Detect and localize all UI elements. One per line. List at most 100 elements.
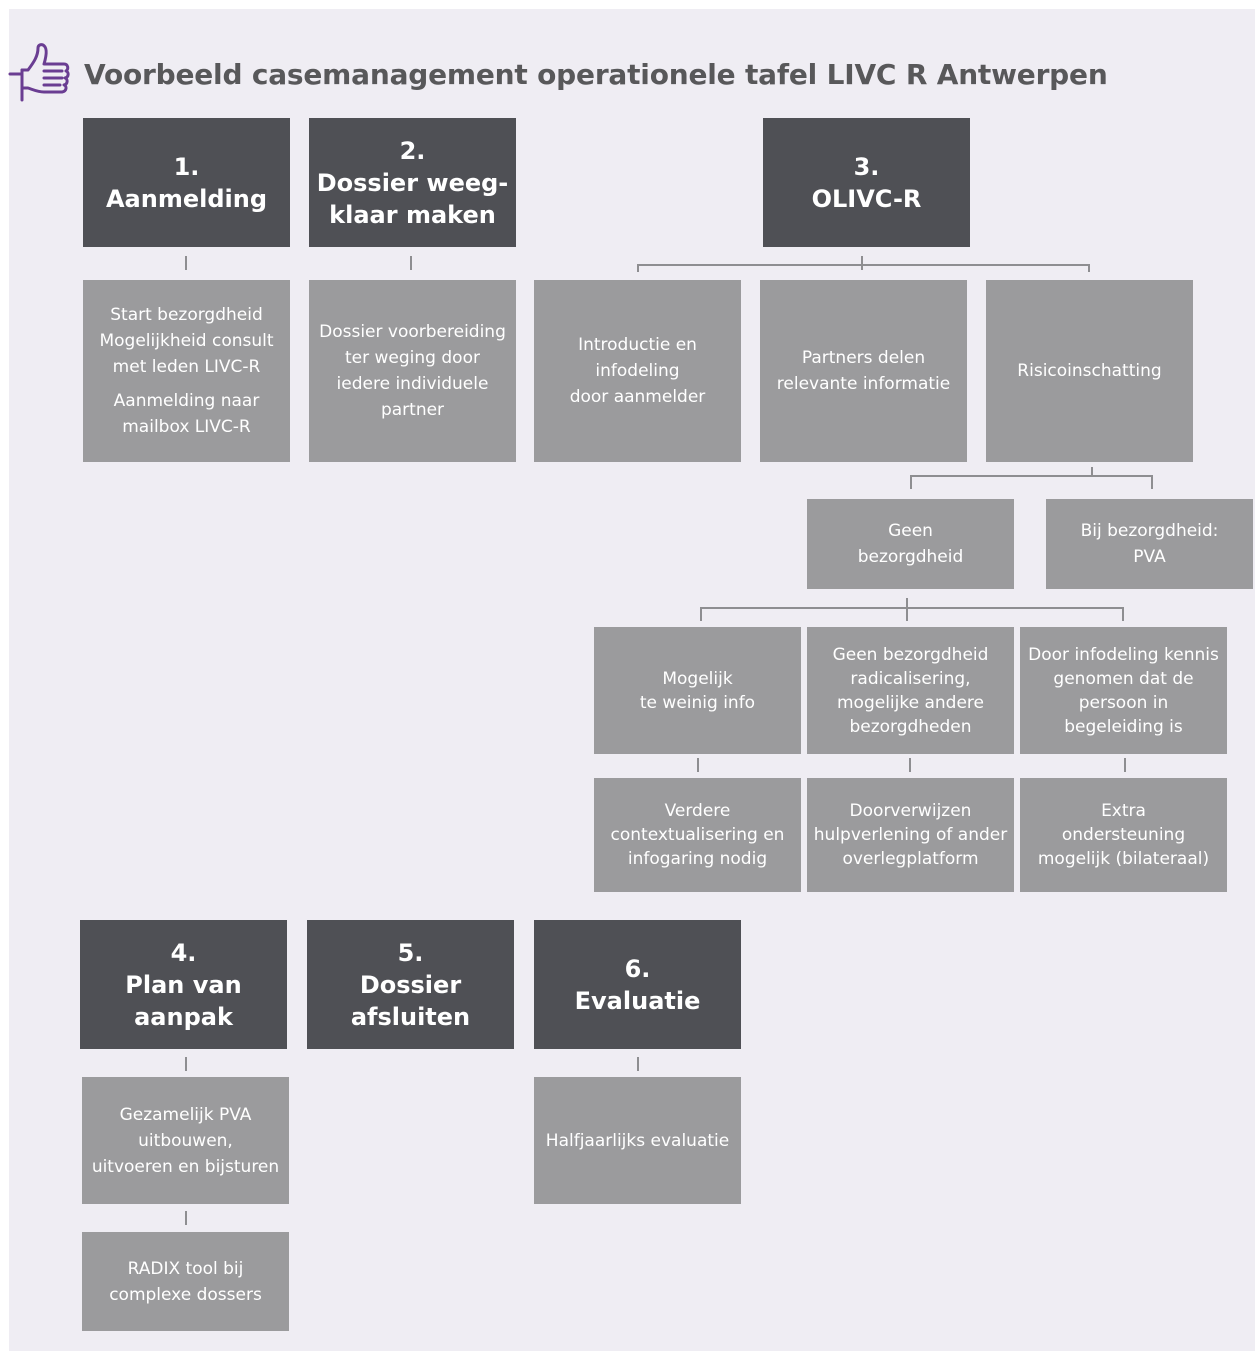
detail-line: mailbox LIVC-R: [122, 417, 251, 437]
detail-line: infodeling: [595, 361, 680, 381]
detail-radix-tool: RADIX tool bij complexe dossers: [82, 1232, 289, 1331]
detail-line: Dossier voorbereiding: [319, 322, 506, 342]
detail-te-weinig-info: Mogelijk te weinig info: [594, 627, 801, 754]
connector: [637, 1057, 639, 1071]
detail-line: RADIX tool bij: [127, 1258, 244, 1279]
detail-risicoinschatting: Risicoinschatting: [986, 280, 1193, 462]
step-number: 5.: [397, 938, 424, 967]
detail-line: Doorverwijzen: [849, 801, 972, 821]
detail-line: Risicoinschatting: [1017, 361, 1162, 381]
detail-line: Door infodeling kennis: [1028, 644, 1219, 665]
connector: [637, 264, 639, 272]
detail-line: Halfjaarlijks evaluatie: [545, 1130, 730, 1151]
detail-line: Verdere: [664, 801, 731, 821]
detail-dossier-voorbereiding: Dossier voorbereiding ter weging door ie…: [309, 280, 516, 462]
detail-line: Gezamelijk PVA: [119, 1104, 252, 1125]
step-number: 2.: [399, 136, 426, 165]
step-label-line-1: Dossier weeg-: [316, 168, 509, 197]
detail-line: bezorgdheid: [857, 547, 964, 567]
detail-line: overlegplatform: [842, 849, 979, 869]
step-label-line-2: afsluiten: [350, 1002, 471, 1031]
detail-line: begeleiding is: [1064, 716, 1183, 737]
detail-extra-ondersteuning: Extra ondersteuning mogelijk (bilateraal…: [1020, 778, 1227, 892]
connector: [185, 256, 187, 270]
connector: [700, 607, 702, 621]
detail-partners: Partners delen relevante informatie: [760, 280, 967, 462]
detail-verdere-contextualisering: Verdere contextualisering en infogaring …: [594, 778, 801, 892]
connector: [910, 475, 912, 489]
step-label: OLIVC-R: [811, 184, 922, 213]
detail-line: contextualisering en: [610, 825, 785, 845]
detail-doorverwijzen: Doorverwijzen hulpverlening of ander ove…: [807, 778, 1014, 892]
detail-line: persoon in: [1078, 692, 1169, 713]
detail-line: complexe dossers: [109, 1284, 262, 1305]
connector: [185, 1211, 187, 1225]
detail-line: Introductie en: [578, 335, 697, 355]
step-number: 4.: [170, 938, 197, 967]
step-2-dossier: 2. Dossier weeg- klaar maken: [309, 118, 516, 247]
detail-line: ondersteuning: [1061, 825, 1186, 845]
detail-geen-bezorgdheid: Geen bezorgdheid: [807, 499, 1014, 589]
connector: [637, 264, 1090, 266]
step-3-olivc: 3. OLIVC-R: [763, 118, 970, 247]
step-6-evaluatie: 6. Evaluatie: [534, 920, 741, 1049]
detail-line: radicalisering,: [850, 668, 971, 689]
detail-line: Geen bezorgdheid: [832, 644, 989, 665]
connector: [906, 598, 908, 608]
step-5-afsluiten: 5. Dossier afsluiten: [307, 920, 514, 1049]
detail-line: Partners delen: [801, 348, 926, 368]
step-label-line-1: Dossier: [359, 970, 462, 999]
connector: [1124, 758, 1126, 772]
detail-line: Bij bezorgdheid:: [1080, 521, 1219, 541]
detail-line: te weinig info: [639, 692, 756, 713]
connector: [410, 256, 412, 270]
detail-line: genomen dat de: [1053, 668, 1194, 689]
detail-line: PVA: [1133, 547, 1166, 567]
detail-introductie: Introductie en infodeling door aanmelder: [534, 280, 741, 462]
detail-geen-radicalisering: Geen bezorgdheid radicalisering, mogelij…: [807, 627, 1014, 754]
detail-gezamelijk-pva: Gezamelijk PVA uitbouwen, uitvoeren en b…: [82, 1077, 289, 1204]
detail-line: mogelijk (bilateraal): [1037, 849, 1210, 869]
connector: [1091, 467, 1093, 475]
detail-line: uitvoeren en bijsturen: [91, 1156, 280, 1177]
step-label-line-1: Plan van: [125, 970, 242, 999]
detail-line: Geen: [888, 521, 933, 541]
detail-line: Mogelijk: [662, 668, 733, 689]
connector: [1122, 607, 1124, 621]
detail-line: partner: [380, 400, 445, 420]
step-4-plan: 4. Plan van aanpak: [80, 920, 287, 1049]
step-number: 6.: [624, 954, 651, 983]
detail-bij-bezorgdheid: Bij bezorgdheid: PVA: [1046, 499, 1253, 589]
step-label: Aanmelding: [105, 184, 268, 213]
detail-line: relevante informatie: [776, 374, 951, 394]
detail-line: Extra: [1101, 801, 1146, 821]
thumbs-up-icon: [8, 43, 70, 102]
step-label-line-2: klaar maken: [329, 200, 496, 229]
detail-line: Mogelijkheid consult: [99, 331, 274, 351]
detail-line: Aanmelding naar: [113, 391, 260, 411]
detail-line: met leden LIVC-R: [112, 357, 261, 377]
step-label-line-2: aanpak: [134, 1002, 233, 1031]
step-number: 1.: [173, 152, 200, 181]
detail-in-begeleiding: Door infodeling kennis genomen dat de pe…: [1020, 627, 1227, 754]
connector: [910, 475, 1153, 477]
detail-line: mogelijke andere: [837, 692, 984, 713]
connector: [906, 607, 908, 621]
detail-line: iedere individuele: [336, 374, 489, 394]
connector: [700, 607, 1124, 609]
page-title: Voorbeeld casemanagement operationele ta…: [84, 58, 1108, 91]
detail-line: hulpverlening of ander: [813, 825, 1008, 845]
detail-line: ter weging door: [345, 348, 480, 368]
connector: [697, 758, 699, 772]
connector: [1151, 475, 1153, 489]
detail-halfjaarlijks-evaluatie: Halfjaarlijks evaluatie: [534, 1077, 741, 1204]
step-label: Evaluatie: [574, 986, 701, 1015]
connector: [185, 1057, 187, 1071]
detail-line: Start bezorgdheid: [110, 305, 263, 325]
connector: [861, 256, 863, 270]
detail-line: bezorgdheden: [849, 716, 972, 737]
detail-aanmelding: Start bezorgdheid Mogelijkheid consult m…: [83, 280, 290, 462]
detail-line: infogaring nodig: [627, 849, 768, 869]
detail-line: uitbouwen,: [138, 1130, 233, 1151]
step-1-aanmelding: 1. Aanmelding: [83, 118, 290, 247]
